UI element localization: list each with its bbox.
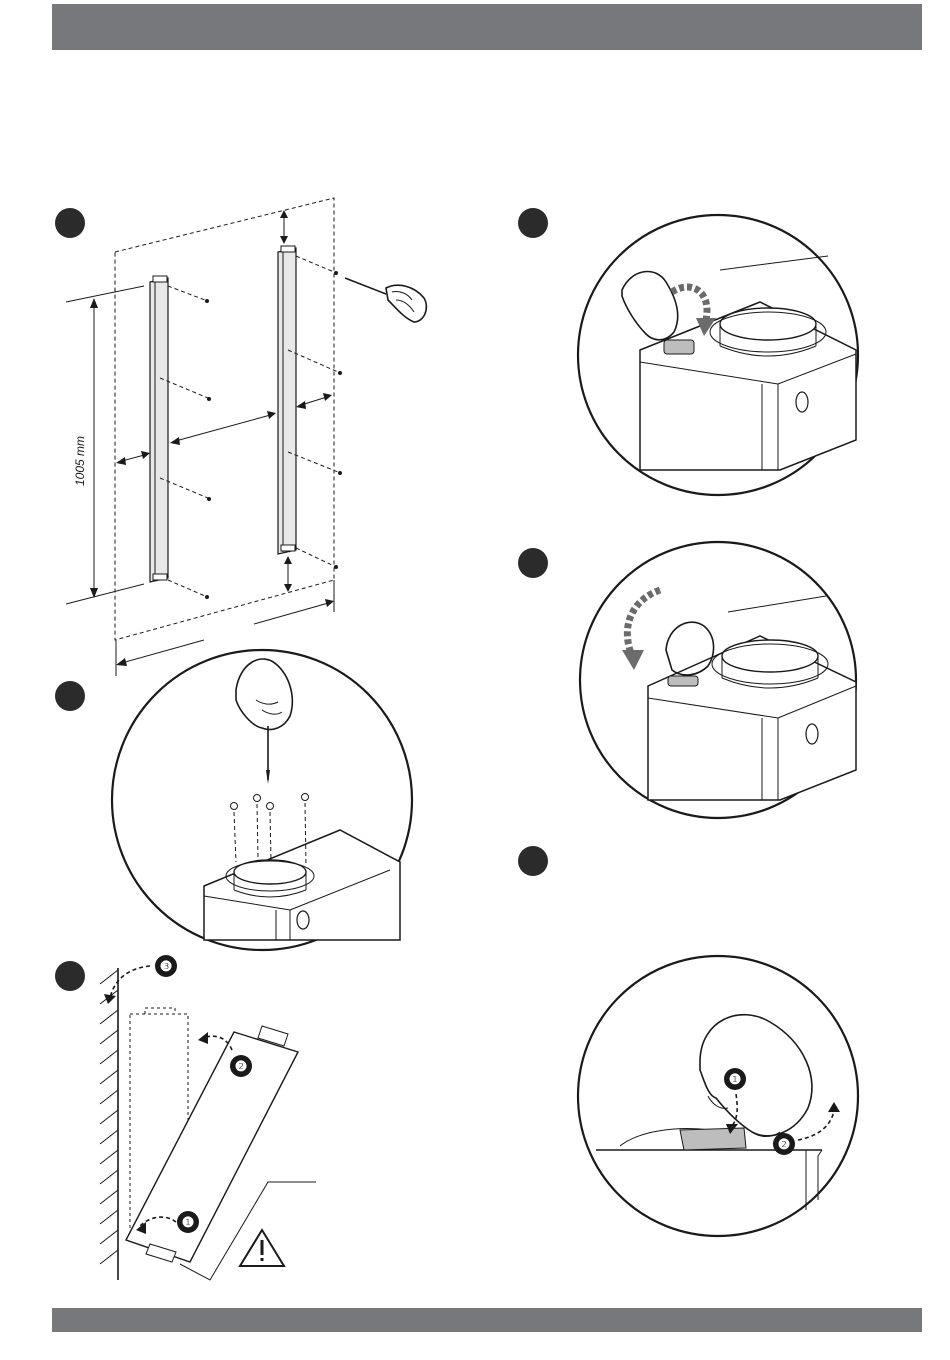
tape-step-1-badge: ❶ bbox=[729, 1071, 742, 1087]
step6-detail-circle bbox=[578, 956, 858, 1236]
tape-step-2-badge: ❷ bbox=[778, 1136, 791, 1152]
